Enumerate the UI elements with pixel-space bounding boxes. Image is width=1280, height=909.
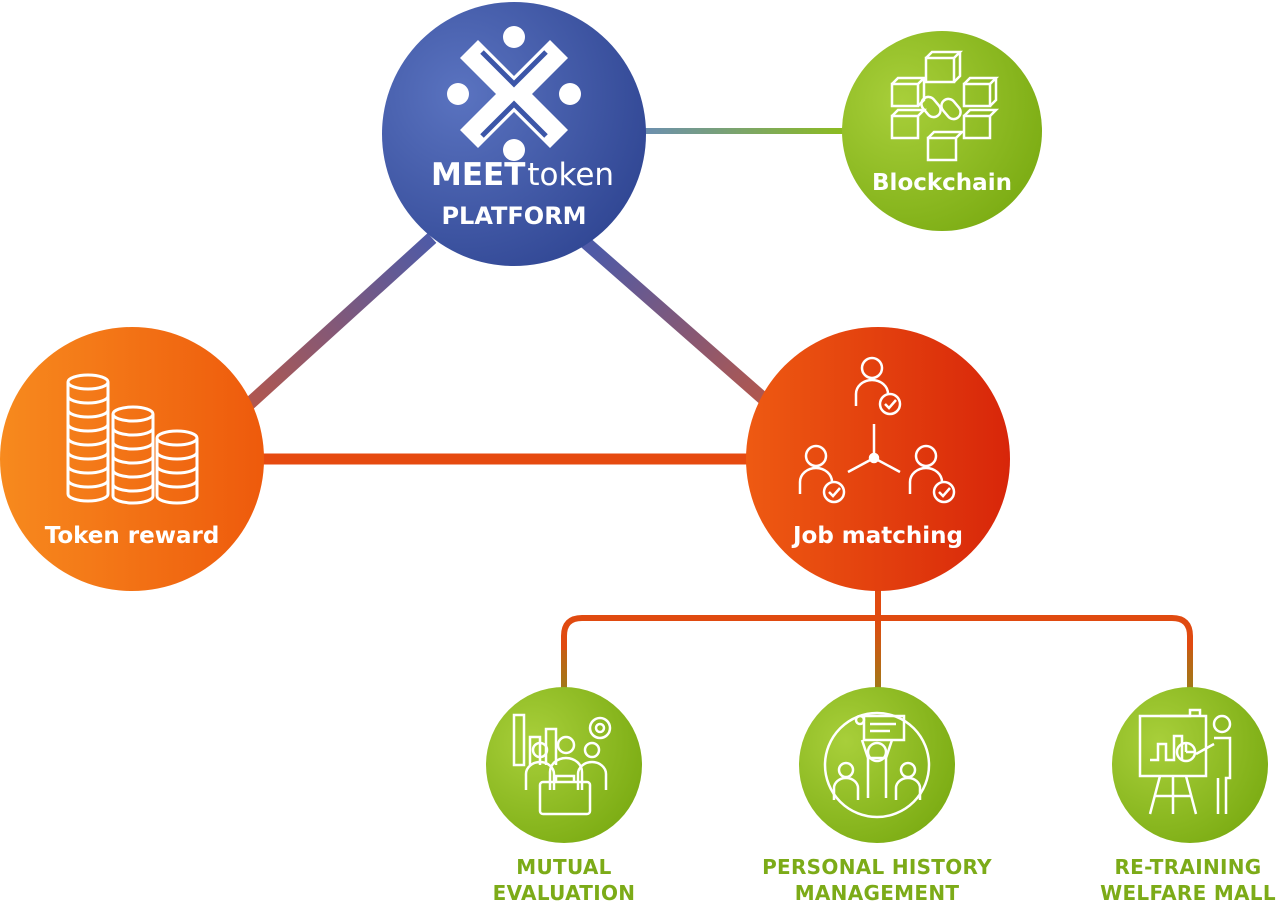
- mutual-evaluation-caption-line2: EVALUATION: [492, 881, 636, 905]
- retraining-node: [1112, 687, 1268, 843]
- retraining-caption: RE-TRAINING WELFARE MALL: [1096, 854, 1280, 906]
- coin-stacks-icon: [66, 373, 199, 505]
- token-reward-node: Token reward: [0, 327, 264, 591]
- mutual-evaluation-caption-line1: MUTUAL: [516, 855, 612, 879]
- blockchain-cubes-icon: [890, 50, 1000, 162]
- job-matching-node: Job matching: [746, 327, 1010, 591]
- meet-logo-icon: [447, 26, 581, 161]
- connector-platform-token-reward: [243, 233, 437, 410]
- connectors: [243, 128, 1193, 690]
- platform-node: MEETtoken PLATFORM: [382, 2, 646, 266]
- platform-brand: MEETtoken: [431, 157, 614, 193]
- blockchain-node: Blockchain: [842, 31, 1042, 231]
- connector-branch-bar: [561, 615, 1193, 690]
- personal-history-caption-line2: MANAGEMENT: [794, 881, 960, 905]
- platform-subtitle: PLATFORM: [441, 202, 586, 230]
- personal-history-node: [799, 687, 955, 843]
- mutual-evaluation-caption: MUTUAL EVALUATION: [464, 854, 664, 906]
- retraining-caption-line1: RE-TRAINING: [1114, 855, 1262, 879]
- personal-history-caption: PERSONAL HISTORY MANAGEMENT: [737, 854, 1017, 906]
- job-matching-label: Job matching: [791, 523, 963, 549]
- personal-history-caption-line1: PERSONAL HISTORY: [762, 855, 992, 879]
- token-reward-label: Token reward: [45, 523, 220, 549]
- mutual-evaluation-node: [486, 687, 642, 843]
- retraining-caption-line2: WELFARE MALL: [1100, 881, 1276, 905]
- team-evaluation-icon: [512, 713, 612, 816]
- connector-platform-job-matching: [580, 237, 770, 405]
- blockchain-label: Blockchain: [872, 170, 1012, 196]
- people-network-icon: [798, 356, 956, 504]
- resume-people-icon: [823, 711, 931, 819]
- presentation-board-icon: [1138, 708, 1232, 815]
- platform-brand-light: token: [527, 157, 614, 193]
- platform-brand-bold: MEET: [431, 157, 525, 193]
